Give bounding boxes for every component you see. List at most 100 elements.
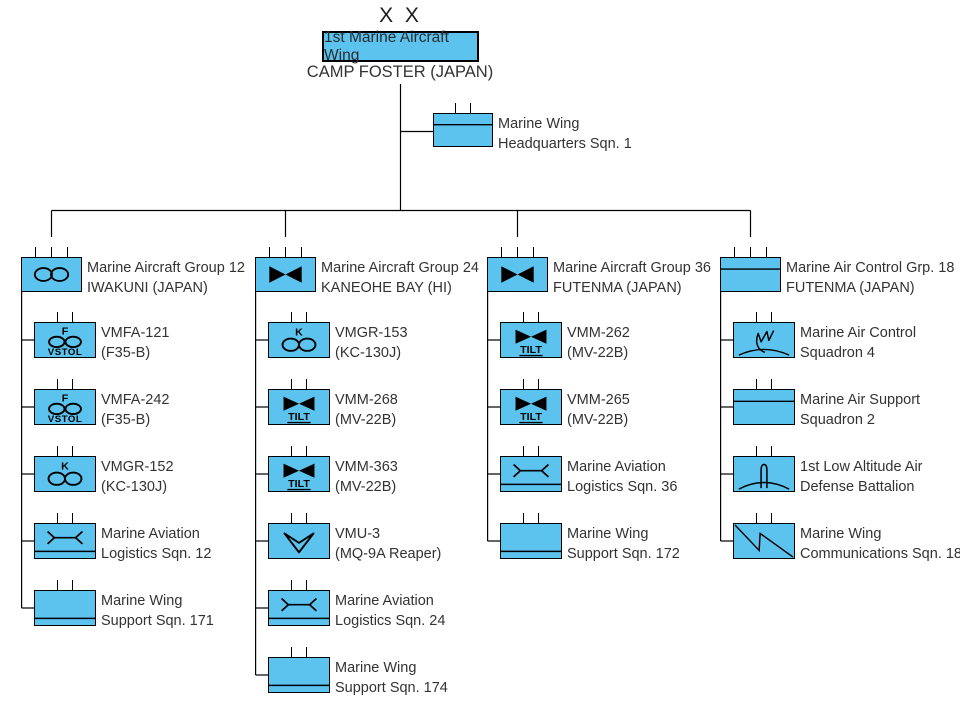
echelon-tick [56, 580, 59, 590]
unit-symbol-box: F VSTOL [34, 322, 96, 358]
unit-name: Marine Aircraft Group 12 [87, 260, 245, 276]
echelon-tick [537, 446, 540, 456]
unit-symbol-box [733, 389, 795, 425]
echelon-tick [300, 247, 303, 257]
unit-name: VMM-262 [567, 325, 630, 341]
tiltrotor-tilt-icon: TILT [283, 396, 315, 424]
unit-label: VMM-265(MV-22B) [567, 390, 630, 430]
fixed-wing-k-icon: K [281, 326, 317, 352]
unit-label: VMGR-152(KC-130J) [101, 457, 174, 497]
svg-text:TILT: TILT [520, 344, 542, 356]
echelon-tick [71, 513, 74, 523]
unit-name: Marine Aviation [101, 526, 200, 542]
svg-text:VSTOL: VSTOL [48, 347, 82, 357]
unit-symbol-box [720, 257, 781, 292]
unit-detail: Support Sqn. 172 [567, 546, 680, 562]
echelon-tick [537, 312, 540, 322]
echelon-tick [755, 446, 758, 456]
echelon-tick [749, 247, 752, 257]
echelon-tick [755, 513, 758, 523]
unit-detail: (MQ-9A Reaper) [335, 546, 442, 562]
unit-symbol-box [21, 257, 82, 292]
svg-text:F: F [62, 325, 69, 337]
echelon-tick [290, 580, 293, 590]
unit-name: VMM-268 [335, 392, 398, 408]
unit-name: VMGR-153 [335, 325, 408, 341]
svg-text:K: K [295, 326, 303, 338]
echelon-tick [66, 247, 69, 257]
echelon-tick [305, 312, 308, 322]
echelon-tick [500, 247, 503, 257]
unit-name: Marine Wing [498, 116, 580, 132]
echelon-tick [290, 379, 293, 389]
unit-name: VMFA-242 [101, 392, 170, 408]
hq-band-icon [721, 268, 780, 270]
svg-text:TILT: TILT [520, 411, 542, 423]
unit-name: VMGR-152 [101, 459, 174, 475]
fixed-wing-f-vstol-icon: F VSTOL [48, 325, 82, 357]
squadron-node: TILT VMM-268(MV-22B) [268, 379, 398, 428]
echelon-tick [71, 580, 74, 590]
echelon-tick [770, 312, 773, 322]
unit-symbol-box [733, 456, 795, 492]
maintenance-icon [35, 530, 95, 553]
echelon-tick [733, 247, 736, 257]
echelon-tick [71, 379, 74, 389]
echelon-tick [56, 446, 59, 456]
svg-text:TILT: TILT [288, 478, 310, 490]
unit-detail: Logistics Sqn. 12 [101, 546, 212, 562]
echelon-tick [537, 513, 540, 523]
echelon-tick [305, 446, 308, 456]
echelon-tick [34, 247, 37, 257]
tiltrotor-icon [501, 266, 534, 283]
fixed-wing-k-icon: K [47, 460, 83, 486]
unit-symbol-box [487, 257, 548, 292]
unit-detail: (MV-22B) [567, 345, 629, 361]
svg-text:F: F [62, 392, 69, 404]
unit-symbol-box [268, 590, 330, 626]
support-icon [269, 684, 329, 687]
unit-detail: Support Sqn. 174 [335, 680, 448, 696]
unit-symbol-box: K [34, 456, 96, 492]
unit-detail: (F35-B) [101, 412, 151, 428]
unit-label: VMM-268(MV-22B) [335, 390, 398, 430]
unit-name: Marine Wing [567, 526, 649, 542]
echelon-tick [522, 379, 525, 389]
maintenance-icon [501, 463, 561, 486]
echelon-tick [755, 379, 758, 389]
unit-name: Marine Air Control Grp. 18 [786, 260, 955, 276]
echelon-tick [284, 247, 287, 257]
unit-detail: Headquarters Sqn. 1 [498, 136, 632, 152]
echelon-tick [522, 312, 525, 322]
tiltrotor-tilt-icon: TILT [515, 329, 547, 357]
unit-symbol-box: TILT [500, 389, 562, 425]
squadron-node: K VMGR-152(KC-130J) [34, 446, 174, 495]
unit-symbol-box [733, 523, 795, 559]
unit-symbol-box [500, 523, 562, 559]
unit-symbol-box [433, 113, 493, 147]
wing-title: 1st Marine Aircraft Wing [324, 28, 449, 64]
echelon-tick [50, 247, 53, 257]
echelon-tick [56, 312, 59, 322]
unit-symbol-box [268, 523, 330, 559]
support-icon [35, 617, 95, 620]
echelon-tick [71, 446, 74, 456]
